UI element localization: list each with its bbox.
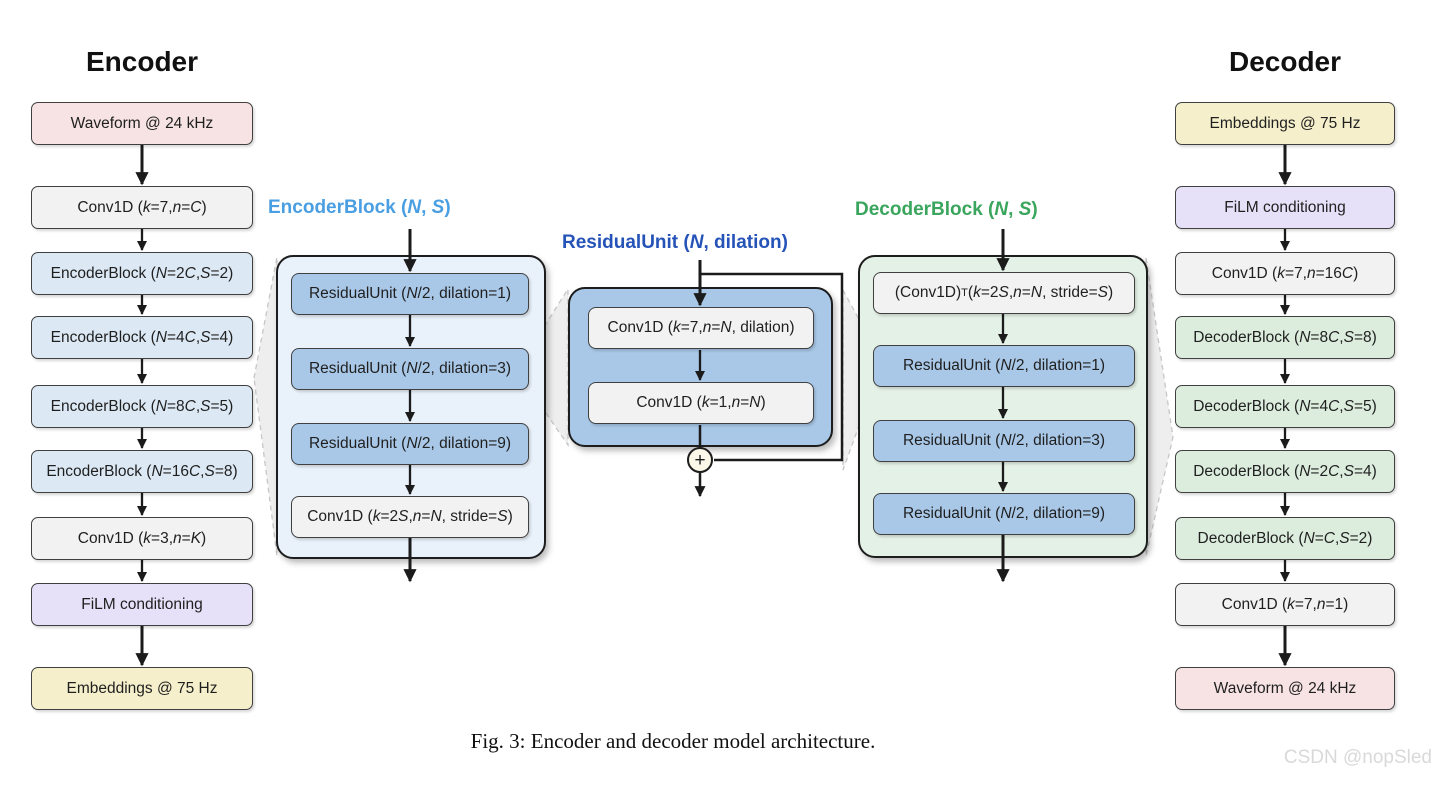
box-encoder-embeddings: Embeddings @ 75 Hz (31, 667, 253, 710)
box-decoder-film: FiLM conditioning (1175, 186, 1395, 229)
box-decblock-ru-d1: ResidualUnit (N/2, dilation=1) (873, 345, 1135, 387)
box-decoder-waveform: Waveform @ 24 kHz (1175, 667, 1395, 710)
box-ru-conv-k1: Conv1D (k=1, n=N) (588, 382, 814, 424)
watermark: CSDN @nopSled (1283, 747, 1432, 768)
encoder-column-title: Encoder (85, 46, 199, 77)
sum-node: + (687, 447, 713, 473)
decoder-block-title: DecoderBlock (N, S) (855, 199, 1038, 220)
box-encoder-film: FiLM conditioning (31, 583, 253, 626)
box-encoder-waveform: Waveform @ 24 kHz (31, 102, 253, 145)
box-encblock-ru-d1: ResidualUnit (N/2, dilation=1) (291, 273, 529, 315)
encoder-expansion-cone (253, 256, 278, 557)
box-encoder-conv1d-out: Conv1D (k=3, n=K) (31, 517, 253, 560)
decoder-column-title: Decoder (1228, 46, 1342, 77)
box-decblock-ru-d9: ResidualUnit (N/2, dilation=9) (873, 493, 1135, 535)
box-encblock-ru-d3: ResidualUnit (N/2, dilation=3) (291, 348, 529, 390)
box-decoder-embeddings: Embeddings @ 75 Hz (1175, 102, 1395, 145)
figure-caption: Fig. 3: Encoder and decoder model archit… (470, 729, 876, 753)
box-decoder-conv1d-out: Conv1D (k=7, n=1) (1175, 583, 1395, 626)
decoder-expansion-cone (1145, 257, 1174, 557)
box-ru-conv-k7: Conv1D (k=7, n=N, dilation) (588, 307, 814, 349)
box-decoderblock-c-s2: DecoderBlock (N=C, S=2) (1175, 517, 1395, 560)
residual-unit-title: ResidualUnit (N, dilation) (562, 232, 788, 253)
box-encblock-ru-d9: ResidualUnit (N/2, dilation=9) (291, 423, 529, 465)
box-decblock-ru-d3: ResidualUnit (N/2, dilation=3) (873, 420, 1135, 462)
box-encoder-conv1d-in: Conv1D (k=7, n=C) (31, 186, 253, 229)
encoder-block-title: EncoderBlock (N, S) (268, 197, 451, 218)
